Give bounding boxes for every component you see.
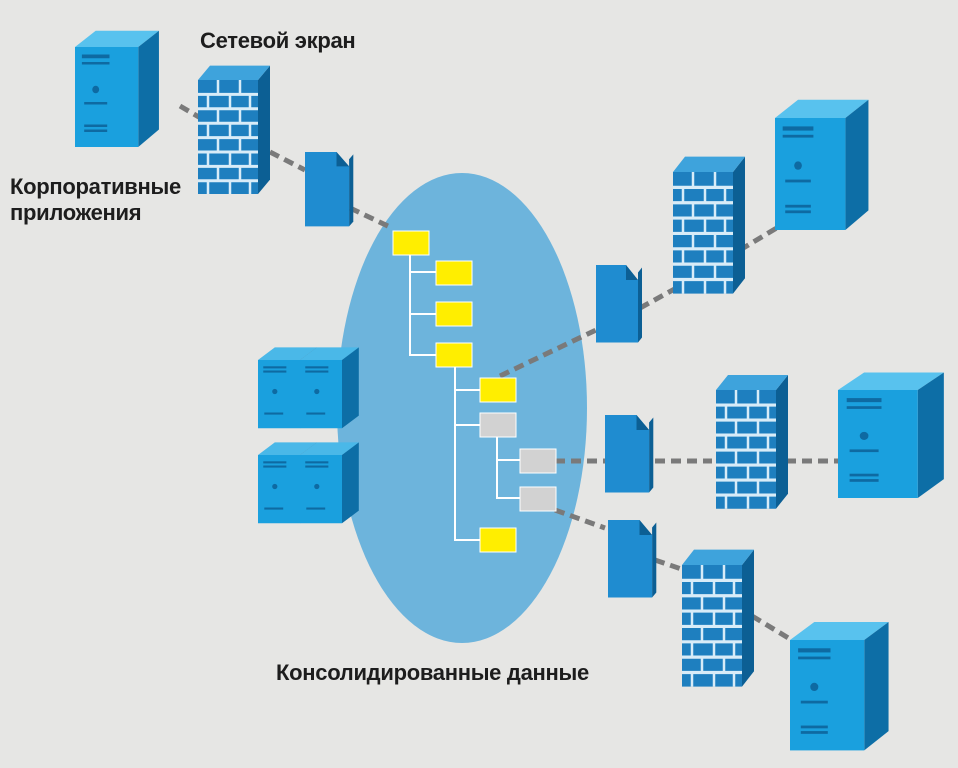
consolidated-data-ellipse — [337, 173, 587, 643]
tree-node — [519, 486, 557, 512]
tree-node — [435, 260, 473, 286]
tree-node — [392, 230, 430, 256]
document-icon — [608, 520, 657, 598]
connector-line — [654, 557, 691, 575]
connector-line — [554, 507, 606, 531]
server-icon — [790, 622, 889, 751]
connector-line — [498, 327, 598, 379]
tree-node — [519, 448, 557, 474]
document-icon — [596, 265, 642, 343]
connector-line — [750, 613, 802, 648]
tree-nodes — [392, 230, 557, 553]
server-icon — [837, 372, 944, 498]
data-tree — [409, 255, 520, 541]
firewall-icon — [671, 155, 747, 296]
consolidated-data-label: Консолидированные данные — [276, 660, 589, 685]
tree-node — [435, 342, 473, 368]
firewall-icon — [680, 548, 756, 689]
corporate-apps-label: Корпоративные приложения — [10, 174, 181, 226]
firewall-icon — [196, 64, 272, 196]
corporate-apps-label-line: Корпоративные — [10, 174, 181, 199]
server-icon — [775, 99, 869, 230]
tree-node — [479, 377, 517, 403]
document-icon — [605, 415, 654, 493]
corporate-apps-label-line: приложения — [10, 200, 142, 225]
tree-node — [435, 301, 473, 327]
tree-node — [479, 527, 517, 553]
server-icon — [75, 30, 159, 147]
connector-line — [348, 205, 394, 231]
firewall-icon — [714, 373, 790, 511]
connector-line — [268, 149, 307, 173]
tree-node — [479, 412, 517, 438]
firewall-label: Сетевой экран — [200, 28, 356, 53]
document-icon — [305, 152, 354, 227]
